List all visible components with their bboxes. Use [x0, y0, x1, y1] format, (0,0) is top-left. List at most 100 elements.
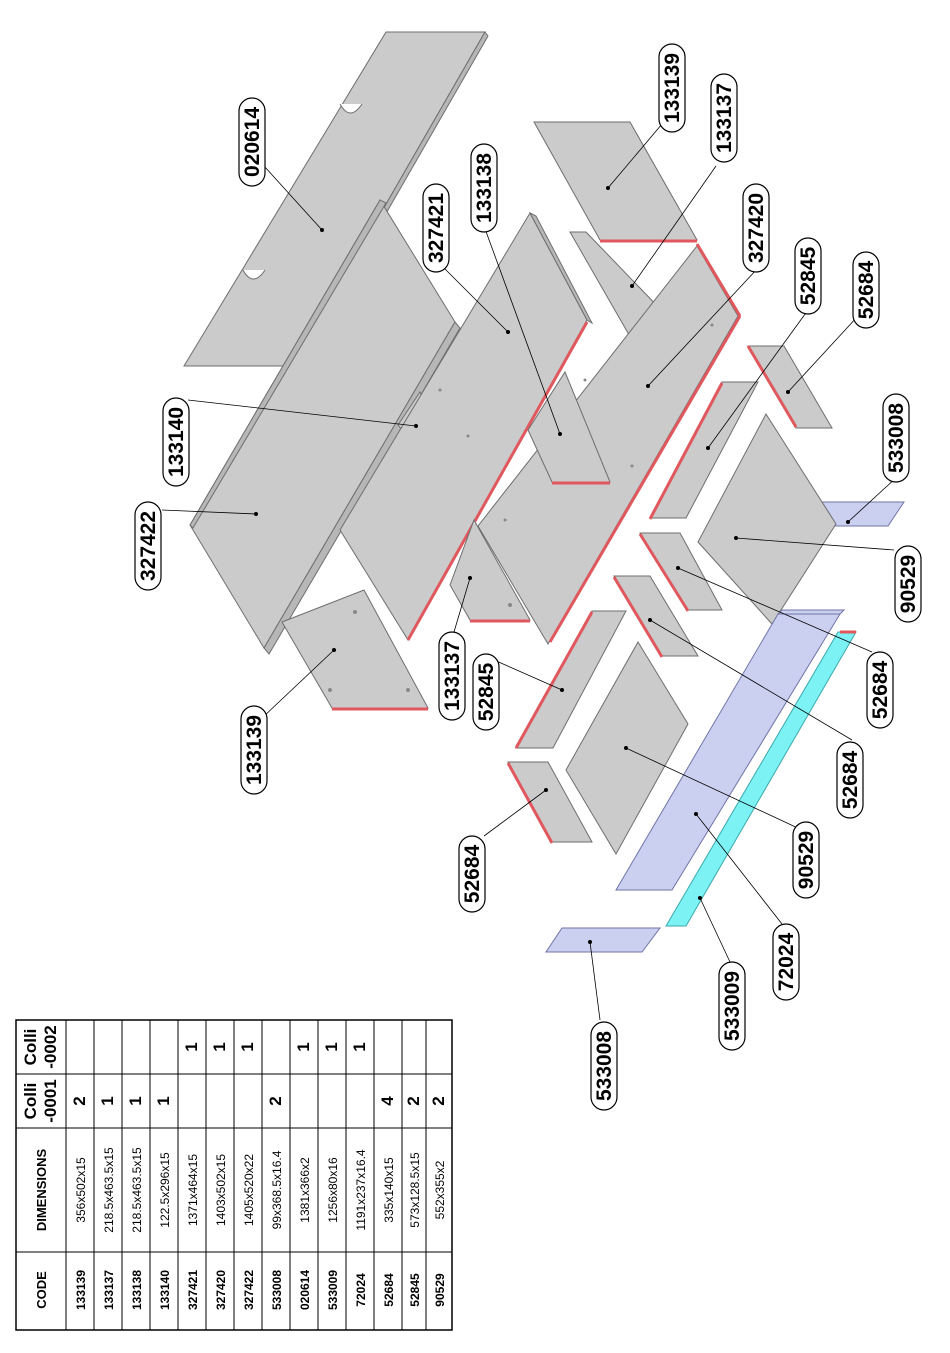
callout-90529-right: 90529: [894, 545, 922, 623]
panel-52684-bottom: [506, 761, 593, 844]
callout-label: 90529: [795, 831, 818, 889]
callout-133138: 133138: [470, 143, 498, 233]
panel-52845-mid: [514, 610, 627, 749]
cell-colli2: 1: [322, 1042, 341, 1051]
cell-code: 52684: [382, 1273, 396, 1307]
cell-colli1: 2: [429, 1096, 448, 1105]
cell-code: 327422: [242, 1270, 256, 1310]
cell-colli1: 4: [378, 1096, 397, 1106]
header-dimensions: DIMENSIONS: [34, 1149, 49, 1232]
callout-52684-mid: 52684: [836, 741, 864, 819]
callout-label: 52684: [839, 750, 862, 809]
header-colli1-line2: -0001: [41, 1079, 60, 1122]
callout-label: 90529: [897, 555, 920, 613]
callout-label: 133138: [473, 153, 496, 223]
panel-133138: [527, 370, 611, 485]
cell-code: 533008: [270, 1270, 284, 1310]
cell-colli1: 1: [98, 1096, 117, 1105]
cell-code: 133140: [158, 1270, 172, 1310]
callout-533009: 533009: [718, 961, 746, 1051]
callout-533008-bottom: 533008: [590, 1021, 618, 1111]
panel-327421: [339, 211, 594, 641]
callout-label: 52845: [475, 662, 498, 721]
cell-dimensions: 1371x464x15: [186, 1154, 200, 1226]
leader-lines: [161, 123, 899, 1021]
cell-colli2: 1: [210, 1042, 229, 1051]
panel-52684-top: [746, 345, 833, 429]
table-rows: 133139356x502x152133137218.5x463.5x15113…: [70, 1042, 448, 1310]
panels: [183, 31, 905, 953]
callout-label: 327422: [137, 511, 160, 581]
cell-code: 020614: [298, 1270, 312, 1310]
callout-133137-mid: 133137: [438, 631, 466, 721]
cell-code: 533009: [326, 1270, 340, 1310]
panel-133139-top: [533, 121, 698, 243]
callout-label: 52845: [797, 246, 820, 305]
cell-code: 327421: [186, 1270, 200, 1310]
panel-533008-bottom: [545, 927, 661, 953]
cell-colli1: 2: [70, 1096, 89, 1105]
panel-133139-left: [281, 589, 429, 711]
callout-label: 133139: [243, 715, 266, 785]
cell-dimensions: 99x368.5x16.4: [270, 1150, 284, 1229]
cell-dimensions: 356x502x15: [74, 1157, 88, 1223]
cell-dimensions: 218.5x463.5x15: [130, 1147, 144, 1233]
cell-code: 133138: [130, 1270, 144, 1310]
cell-dimensions: 335x140x15: [382, 1157, 396, 1223]
callout-327422: 327422: [134, 501, 162, 591]
callout-52845-mid: 52845: [472, 653, 500, 731]
cell-dimensions: 1405x520x22: [242, 1154, 256, 1226]
callout-label: 133140: [165, 407, 188, 477]
cell-colli1: 1: [154, 1096, 173, 1105]
cell-dimensions: 1256x80x16: [326, 1157, 340, 1223]
callout-52684-right: 52684: [866, 651, 894, 729]
callout-133139-left: 133139: [240, 705, 268, 795]
callout-label: 533009: [721, 971, 744, 1041]
callout-52684-bottom: 52684: [458, 835, 486, 913]
header-code: CODE: [34, 1271, 49, 1309]
panel-133137-mid: [449, 518, 531, 623]
callout-020614: 020614: [238, 97, 266, 187]
callout-label: 133139: [661, 53, 684, 123]
panel-72024: [615, 609, 846, 891]
callout-label: 72024: [775, 932, 798, 991]
panel-533009: [665, 630, 857, 927]
cell-dimensions: 1403x502x15: [214, 1154, 228, 1226]
cell-colli2: 1: [294, 1042, 313, 1051]
cell-code: 133139: [74, 1270, 88, 1310]
callout-label: 52684: [855, 260, 878, 319]
panel-52684-right: [638, 532, 723, 612]
cell-dimensions: 573x128.5x15: [408, 1152, 422, 1228]
cell-colli2: 1: [350, 1042, 369, 1051]
cell-dimensions: 1191x237x16.4: [354, 1149, 368, 1231]
parts-table: CODE DIMENSIONS Colli -0001 Colli -0002 …: [15, 1019, 453, 1331]
callout-label: 020614: [241, 107, 264, 177]
cell-code: 52845: [408, 1273, 422, 1307]
callout-52845-top: 52845: [794, 237, 822, 315]
header-colli2-line2: -0002: [41, 1025, 60, 1068]
panel-327420: [477, 243, 742, 645]
callout-72024: 72024: [772, 923, 800, 1001]
cell-dimensions: 552x355x2: [433, 1160, 447, 1219]
cell-colli2: 1: [182, 1042, 201, 1051]
header-colli1-line1: Colli: [21, 1083, 40, 1120]
cell-dimensions: 218.5x463.5x15: [102, 1147, 116, 1233]
callout-533008-right: 533008: [882, 393, 910, 483]
cell-colli2: 1: [238, 1042, 257, 1051]
cell-code: 133137: [102, 1270, 116, 1310]
callout-label: 533008: [885, 403, 908, 473]
callout-label: 52684: [461, 844, 484, 903]
callout-327420: 327420: [742, 183, 770, 273]
cell-colli1: 1: [126, 1096, 145, 1105]
cell-colli1: 2: [404, 1096, 423, 1105]
cell-dimensions: 1381x366x2: [298, 1157, 312, 1223]
cell-code: 90529: [433, 1273, 447, 1307]
cell-code: 72024: [354, 1273, 368, 1307]
callout-label: 533008: [593, 1031, 616, 1101]
header-colli2-line1: Colli: [21, 1029, 40, 1066]
callout-label: 133137: [441, 641, 464, 711]
callout-90529-mid: 90529: [792, 821, 820, 899]
cell-colli1: 2: [266, 1096, 285, 1105]
callouts: 020614 133139 133137 133138 327421 32742…: [134, 43, 922, 1111]
